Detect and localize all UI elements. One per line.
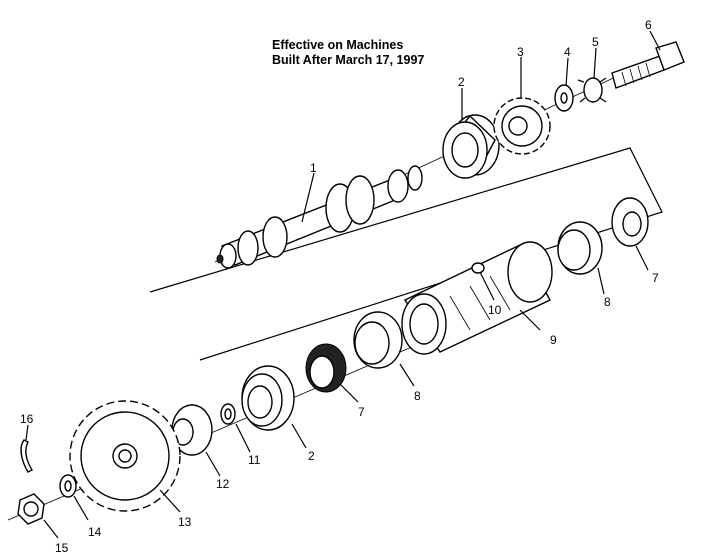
part-5-lock-washer <box>577 77 607 103</box>
callout-5: 5 <box>592 35 599 49</box>
part-11-spacer-washer <box>220 403 236 425</box>
lower-axis-line <box>7 321 471 521</box>
callout-4: 4 <box>564 45 571 59</box>
callout-1: 1 <box>310 161 317 175</box>
callout-3: 3 <box>517 45 524 59</box>
callout-13: 13 <box>178 515 192 529</box>
callout-7-left: 7 <box>358 405 365 419</box>
part-10-grease-fitting <box>471 262 485 274</box>
assembly-bracket <box>149 147 663 361</box>
part-1-jackshaft <box>216 165 423 269</box>
applicability-note: Effective on Machines Built After March … <box>272 38 472 68</box>
part-2-bearing-lower <box>241 365 295 431</box>
callout-6: 6 <box>645 18 652 32</box>
part-9-housing <box>401 241 553 355</box>
part-4-washer <box>554 84 574 112</box>
part-8-bearing-cup-right <box>557 221 603 275</box>
callout-8-right: 8 <box>604 295 611 309</box>
callout-2-lower: 2 <box>308 449 315 463</box>
callout-14: 14 <box>88 525 102 539</box>
part-15-castle-nut <box>17 493 45 525</box>
part-14-washer <box>59 474 77 498</box>
note-line-1: Effective on Machines <box>272 38 404 52</box>
callout-9: 9 <box>550 333 557 347</box>
part-12-spacer <box>171 404 213 456</box>
part-3-drive-sprocket <box>493 97 551 155</box>
callout-7-right: 7 <box>652 271 659 285</box>
part-8-bearing-cup-left <box>353 311 403 369</box>
part-6-bolt <box>611 41 685 89</box>
leader-lines <box>25 30 661 539</box>
callout-15: 15 <box>55 541 69 555</box>
part-7-bearing-cone-right <box>611 197 649 247</box>
note-line-2: Built After March 17, 1997 <box>272 53 425 67</box>
callout-12: 12 <box>216 477 230 491</box>
callout-16: 16 <box>20 412 34 426</box>
part-7-bearing-cone-left <box>305 343 347 393</box>
part-16-cotter-pin <box>20 439 33 473</box>
part-13-driven-sprocket <box>69 400 181 512</box>
part-2-bearing-upper <box>442 114 500 179</box>
callout-10: 10 <box>488 303 502 317</box>
callout-8-left: 8 <box>414 389 421 403</box>
callout-11: 11 <box>248 453 261 467</box>
callout-2-upper: 2 <box>458 75 465 89</box>
